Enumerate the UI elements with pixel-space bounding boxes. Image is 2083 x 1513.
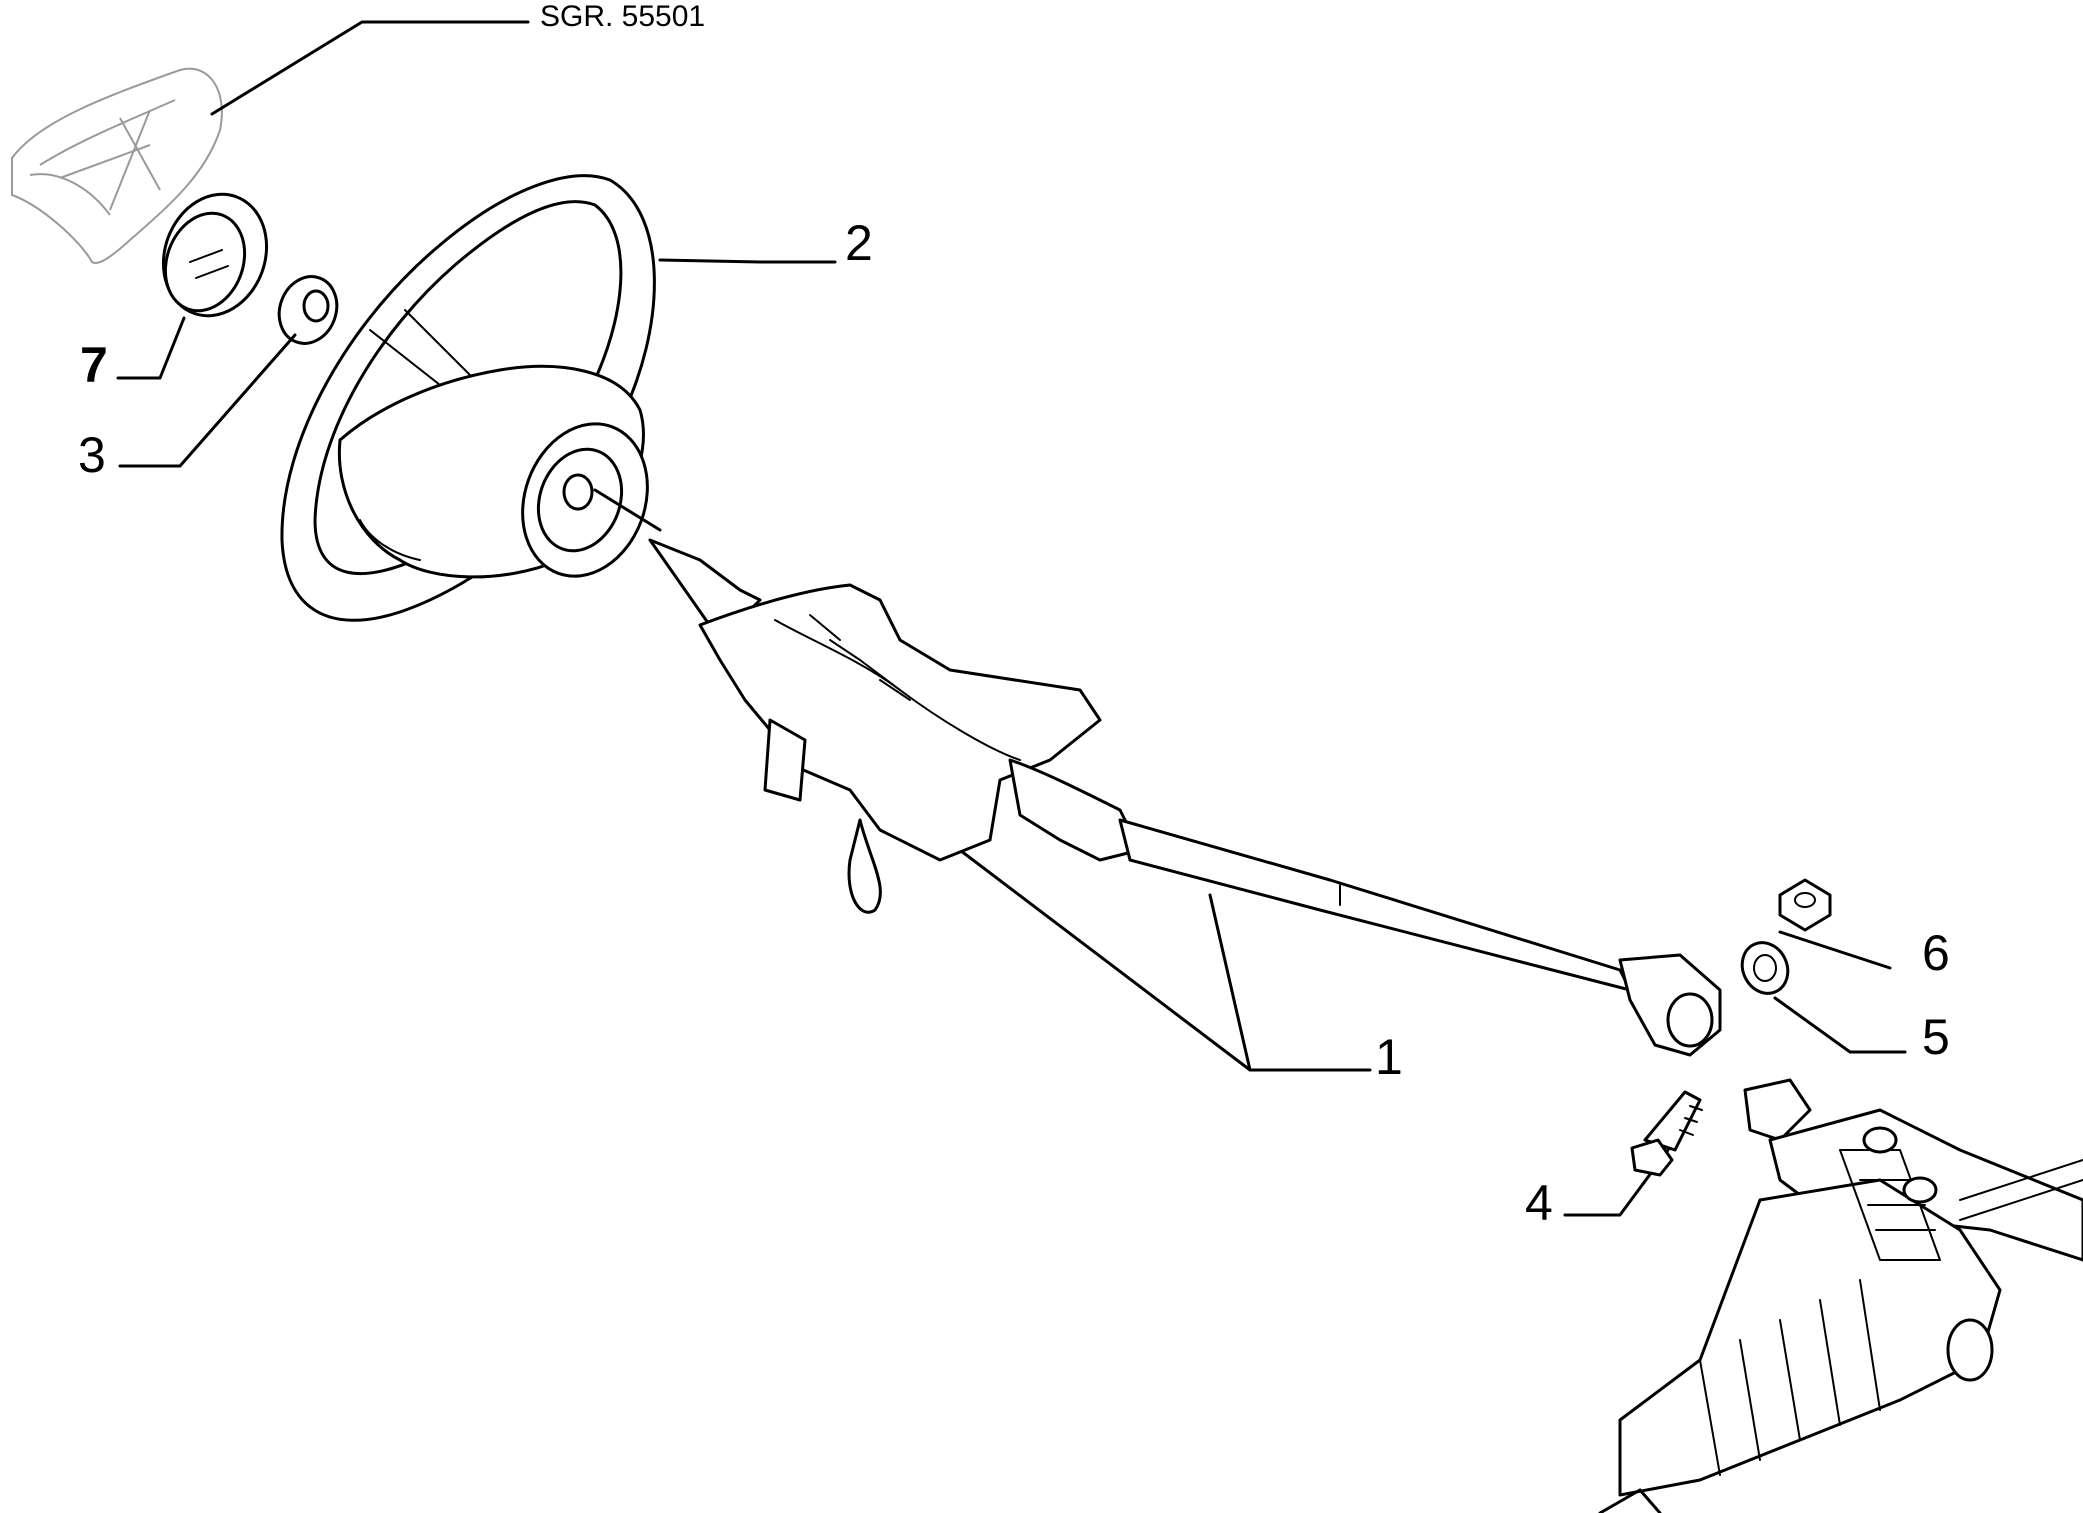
nut-part-3 <box>277 275 339 345</box>
nut-part-6 <box>1778 878 1832 932</box>
callout-6: 6 <box>1922 925 1950 981</box>
callout-2: 2 <box>845 215 873 271</box>
callout-3: 3 <box>78 427 106 483</box>
callout-7: 7 <box>80 337 108 393</box>
steering-wheel-part-2 <box>280 174 656 622</box>
washer-part-5 <box>1740 941 1790 995</box>
hub-ring-part-7 <box>161 192 269 318</box>
leader-line-6 <box>1778 930 1892 970</box>
bolt-part-4 <box>1630 1090 1703 1177</box>
callout-4: 4 <box>1525 1175 1553 1231</box>
leader-line-7 <box>116 316 186 380</box>
leader-line-3 <box>118 333 297 468</box>
steering-rack <box>1598 1078 2083 1513</box>
leader-line-1b <box>1208 893 1252 1072</box>
ref-leader-line <box>210 20 530 116</box>
steering-column-part-1 <box>648 538 1722 1057</box>
leader-line-5 <box>1773 996 1907 1054</box>
diagram-reference-label: SGR. 55501 <box>540 0 706 33</box>
callout-5: 5 <box>1922 1009 1950 1065</box>
leader-line-1a <box>938 833 1372 1072</box>
callout-1: 1 <box>1375 1029 1403 1085</box>
horn-pad-cover <box>11 67 223 264</box>
wheel-axis-line <box>593 488 662 532</box>
leader-line-2 <box>658 258 837 264</box>
